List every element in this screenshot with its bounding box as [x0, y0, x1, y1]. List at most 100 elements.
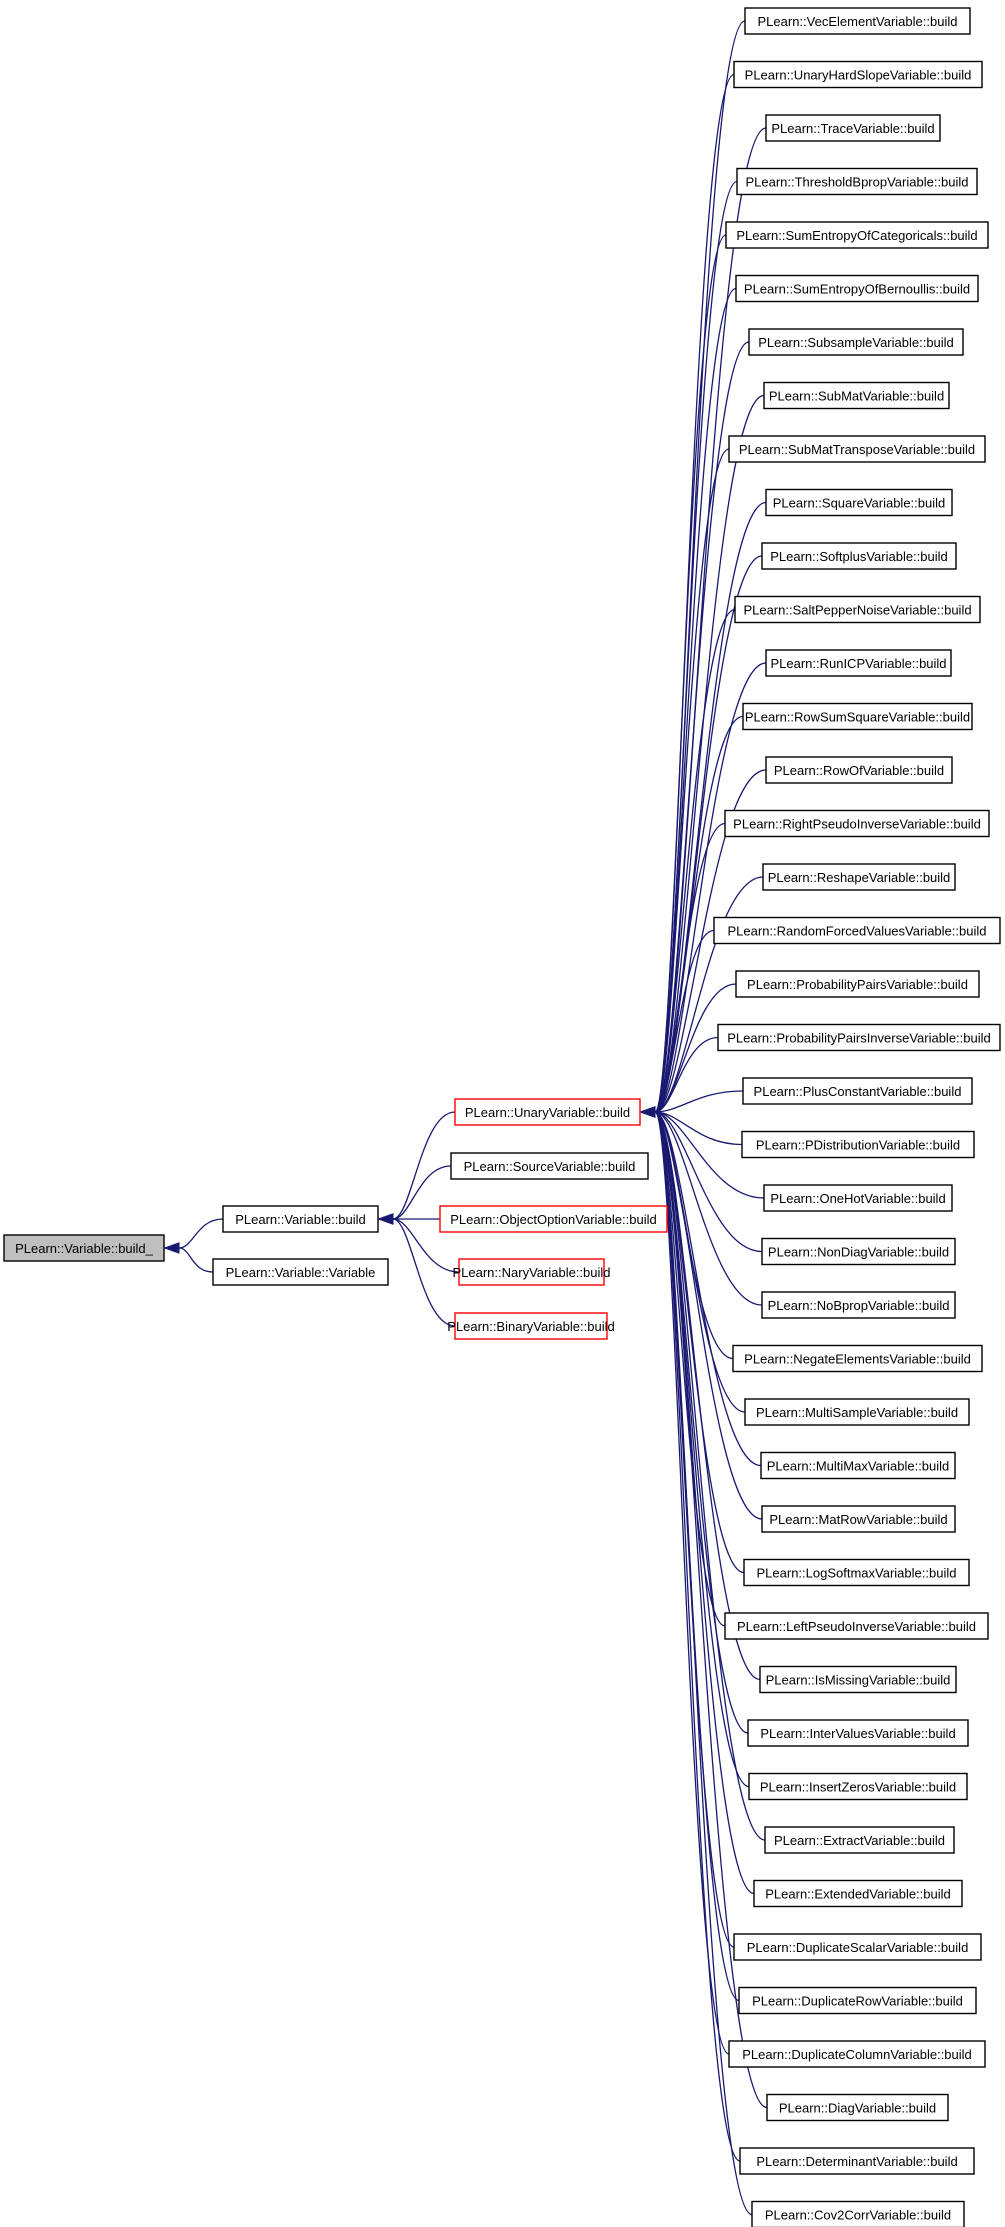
node-is-missing-variable-build[interactable]: PLearn::IsMissingVariable::build [759, 1665, 957, 1694]
node-cov2corr-variable-build[interactable]: PLearn::Cov2CorrVariable::build [751, 2200, 965, 2227]
node-unary-hard-slope-variable-build[interactable]: PLearn::UnaryHardSlopeVariable::build [733, 60, 983, 89]
node-softplus-variable-build[interactable]: PLearn::SoftplusVariable::build [761, 542, 957, 570]
node-source-variable-build[interactable]: PLearn::SourceVariable::build [450, 1152, 649, 1180]
node-row-of-variable-build[interactable]: PLearn::RowOfVariable::build [765, 756, 953, 784]
node-label: PLearn::LeftPseudoInverseVariable::build [737, 1619, 976, 1634]
node-label: PLearn::ReshapeVariable::build [768, 870, 951, 885]
node-sub-mat-variable-build[interactable]: PLearn::SubMatVariable::build [763, 381, 950, 410]
node-reshape-variable-build[interactable]: PLearn::ReshapeVariable::build [762, 863, 956, 891]
node-pdistribution-variable-build[interactable]: PLearn::PDistributionVariable::build [741, 1130, 975, 1159]
node-left-pseudo-inverse-variable-build[interactable]: PLearn::LeftPseudoInverseVariable::build [724, 1612, 989, 1640]
edge-sum-entropy-of-bernoullis-build-to-unary-variable-build [639, 287, 737, 1118]
node-box [724, 1612, 989, 1640]
node-object-option-variable-build[interactable]: PLearn::ObjectOptionVariable::build [439, 1205, 668, 1233]
node-label: PLearn::NoBpropVariable::build [768, 1298, 950, 1313]
node-label: PLearn::SubMatTransposeVariable::build [739, 442, 975, 457]
node-extract-variable-build[interactable]: PLearn::ExtractVariable::build [764, 1826, 955, 1854]
node-box [765, 488, 953, 517]
node-random-forced-values-variable-build[interactable]: PLearn::RandomForcedValuesVariable::buil… [713, 916, 1001, 945]
node-plus-constant-variable-build[interactable]: PLearn::PlusConstantVariable::build [742, 1077, 973, 1105]
node-label: PLearn::NaryVariable::build [452, 1265, 610, 1280]
node-run-icpvariable-build[interactable]: PLearn::RunICPVariable::build [765, 649, 952, 677]
node-box [739, 2147, 975, 2175]
node-multi-sample-variable-build[interactable]: PLearn::MultiSampleVariable::build [744, 1398, 970, 1426]
node-label: PLearn::RowOfVariable::build [774, 763, 944, 778]
node-box [761, 542, 957, 570]
node-insert-zeros-variable-build[interactable]: PLearn::InsertZerosVariable::build [748, 1772, 968, 1801]
edge-multi-sample-variable-build-to-unary-variable-build [639, 1106, 746, 1413]
node-probability-pairs-inverse-variable-build[interactable]: PLearn::ProbabilityPairsInverseVariable:… [717, 1023, 1001, 1052]
node-label: PLearn::UnaryVariable::build [465, 1105, 630, 1120]
node-duplicate-row-variable-build[interactable]: PLearn::DuplicateRowVariable::build [738, 1986, 977, 2015]
node-box [458, 1258, 605, 1286]
node-subsample-variable-build[interactable]: PLearn::SubsampleVariable::build [748, 328, 964, 356]
node-duplicate-column-variable-build[interactable]: PLearn::DuplicateColumnVariable::build [728, 2040, 986, 2068]
node-square-variable-build[interactable]: PLearn::SquareVariable::build [765, 488, 953, 517]
node-box [741, 1130, 975, 1159]
node-label: PLearn::Variable::Variable [226, 1265, 376, 1280]
node-label: PLearn::IsMissingVariable::build [766, 1673, 951, 1688]
node-salt-pepper-noise-variable-build[interactable]: PLearn::SaltPepperNoiseVariable::build [734, 595, 981, 624]
graph-nodes: PLearn::Variable::build_PLearn::Variable… [3, 7, 1001, 2227]
node-box [738, 1986, 977, 2015]
node-mat-row-variable-build[interactable]: PLearn::MatRowVariable::build [761, 1505, 956, 1533]
node-extended-variable-build[interactable]: PLearn::ExtendedVariable::build [753, 1879, 963, 1908]
node-one-hot-variable-build[interactable]: PLearn::OneHotVariable::build [763, 1184, 953, 1212]
node-nary-variable-build[interactable]: PLearn::NaryVariable::build [452, 1258, 611, 1286]
node-box [743, 1558, 970, 1587]
node-label: PLearn::Cov2CorrVariable::build [765, 2208, 951, 2223]
node-sum-entropy-of-categoricals-build[interactable]: PLearn::SumEntropyOfCategoricals::build [725, 221, 989, 249]
node-diag-variable-build[interactable]: PLearn::DiagVariable::build [766, 2093, 949, 2122]
node-row-sum-square-variable-build[interactable]: PLearn::RowSumSquareVariable::build [742, 702, 973, 731]
node-non-diag-variable-build[interactable]: PLearn::NonDiagVariable::build [761, 1237, 956, 1266]
node-sub-mat-transpose-variable-build[interactable]: PLearn::SubMatTransposeVariable::build [728, 435, 986, 463]
node-multi-max-variable-build[interactable]: PLearn::MultiMaxVariable::build [760, 1451, 956, 1480]
node-box [763, 1184, 953, 1212]
node-variable-variable[interactable]: PLearn::Variable::Variable [212, 1258, 389, 1286]
node-label: PLearn::VecElementVariable::build [758, 14, 958, 29]
node-box [748, 328, 964, 356]
node-probability-pairs-variable-build[interactable]: PLearn::ProbabilityPairsVariable::build [735, 970, 980, 998]
node-binary-variable-build[interactable]: PLearn::BinaryVariable::build [447, 1312, 615, 1340]
node-label: PLearn::UnaryHardSlopeVariable::build [745, 68, 972, 83]
node-variable-build[interactable]: PLearn::Variable::build_ [3, 1234, 165, 1262]
node-label: PLearn::OneHotVariable::build [770, 1191, 945, 1206]
node-vec-element-variable-build[interactable]: PLearn::VecElementVariable::build [744, 7, 971, 35]
node-right-pseudo-inverse-variable-build[interactable]: PLearn::RightPseudoInverseVariable::buil… [724, 809, 990, 838]
node-negate-elements-variable-build[interactable]: PLearn::NegateElementsVariable::build [732, 1344, 983, 1373]
node-box [454, 1312, 608, 1340]
node-sum-entropy-of-bernoullis-build[interactable]: PLearn::SumEntropyOfBernoullis::build [735, 274, 979, 303]
node-log-softmax-variable-build[interactable]: PLearn::LogSoftmaxVariable::build [743, 1558, 970, 1587]
node-box [439, 1205, 668, 1233]
node-box [742, 702, 973, 731]
node-box [450, 1152, 649, 1180]
node-box [728, 435, 986, 463]
node-variable-build[interactable]: PLearn::Variable::build [222, 1205, 379, 1233]
node-box [765, 649, 952, 677]
node-box [733, 60, 983, 89]
node-box [725, 221, 989, 249]
node-box [763, 381, 950, 410]
node-label: PLearn::Variable::build [235, 1212, 366, 1227]
node-label: PLearn::TraceVariable::build [771, 121, 934, 136]
node-no-bprop-variable-build[interactable]: PLearn::NoBpropVariable::build [761, 1291, 956, 1319]
node-inter-values-variable-build[interactable]: PLearn::InterValuesVariable::build [747, 1719, 969, 1747]
edge-binary-variable-build-to-variable-build [377, 1213, 456, 1327]
node-threshold-bprop-variable-build[interactable]: PLearn::ThresholdBpropVariable::build [736, 167, 978, 196]
node-duplicate-scalar-variable-build[interactable]: PLearn::DuplicateScalarVariable::build [733, 1933, 982, 1961]
node-box [766, 2093, 949, 2122]
node-label: PLearn::DuplicateScalarVariable::build [747, 1940, 969, 1955]
node-label: PLearn::SquareVariable::build [773, 496, 946, 511]
node-box [761, 1291, 956, 1319]
node-unary-variable-build[interactable]: PLearn::UnaryVariable::build [454, 1098, 641, 1126]
node-label: PLearn::ExtendedVariable::build [765, 1887, 951, 1902]
node-trace-variable-build[interactable]: PLearn::TraceVariable::build [765, 114, 941, 142]
edge-variable-variable-to-variable-build [163, 1242, 214, 1273]
node-label: PLearn::ObjectOptionVariable::build [450, 1212, 656, 1227]
node-label: PLearn::MultiSampleVariable::build [756, 1405, 958, 1420]
node-determinant-variable-build[interactable]: PLearn::DeterminantVariable::build [739, 2147, 975, 2175]
node-label: PLearn::Variable::build_ [15, 1241, 154, 1256]
node-label: PLearn::ProbabilityPairsVariable::build [747, 977, 968, 992]
node-box [742, 1077, 973, 1105]
